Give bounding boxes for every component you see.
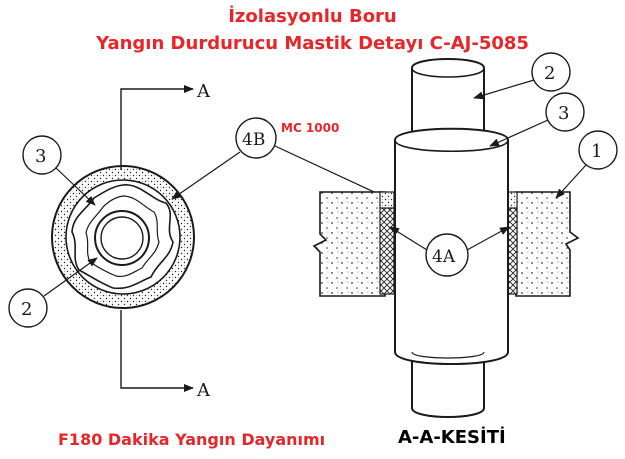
callout-4a-leader-right (466, 226, 510, 251)
callout-2-top-leader (473, 79, 535, 100)
elevation-view: 2 3 1 4A (312, 52, 618, 418)
insulation-sleeve-top-edge (394, 139, 509, 153)
callout-4b-leader-left (171, 151, 241, 200)
callout-2-left-bubble (8, 288, 48, 328)
pipe-bottom (411, 349, 485, 418)
callout-2-top: 2 (544, 63, 555, 84)
callout-3-top: 3 (558, 103, 569, 124)
cross-section-view: A A 3 2 4B (8, 81, 388, 401)
section-line-bottom (120, 310, 194, 392)
callout-4a-bubble (425, 233, 469, 277)
wall-right (515, 191, 580, 297)
wall-left (312, 191, 386, 297)
fire-rating-label: F180 Dakika Yangın Dayanımı (58, 430, 326, 449)
callout-4a-leader-left (389, 226, 428, 251)
callout-1-bubble (578, 130, 618, 170)
callout-2-left: 2 (21, 299, 32, 320)
insulation-sleeve-bottom-edge (411, 351, 485, 359)
drawing-subtitle: Yangın Durdurucu Mastik Detayı C-AJ-5085 (96, 33, 529, 54)
drawing-title: İzolasyonlu Boru (228, 6, 397, 27)
callout-3-left-leader (55, 167, 96, 206)
pipe-top (411, 58, 485, 141)
pipe-bore (100, 216, 144, 260)
callout-3-left-bubble (22, 135, 62, 175)
section-mark-bottom: A (196, 380, 211, 401)
callout-3-top-bubble (545, 92, 585, 132)
callout-2-left-leader (43, 257, 98, 297)
callout-3-left: 3 (35, 146, 46, 167)
callout-1-leader (555, 164, 587, 199)
mastic-left-top (379, 191, 395, 209)
callout-4b: 4B (242, 130, 265, 150)
callout-4b-leader-right (274, 145, 388, 199)
callout-2-top-bubble (531, 52, 571, 92)
mastic-product-label: MC 1000 (281, 121, 340, 135)
section-line-top (120, 85, 194, 170)
callout-4a: 4A (432, 247, 456, 267)
pipe-top-end (411, 67, 485, 78)
callout-3-top-leader (489, 119, 549, 147)
mastic-left (379, 207, 395, 295)
section-mark-top: A (196, 81, 211, 102)
callout-4b-bubble (235, 117, 277, 159)
callout-1: 1 (591, 141, 602, 162)
section-label: A-A-KESİTİ (398, 427, 506, 448)
